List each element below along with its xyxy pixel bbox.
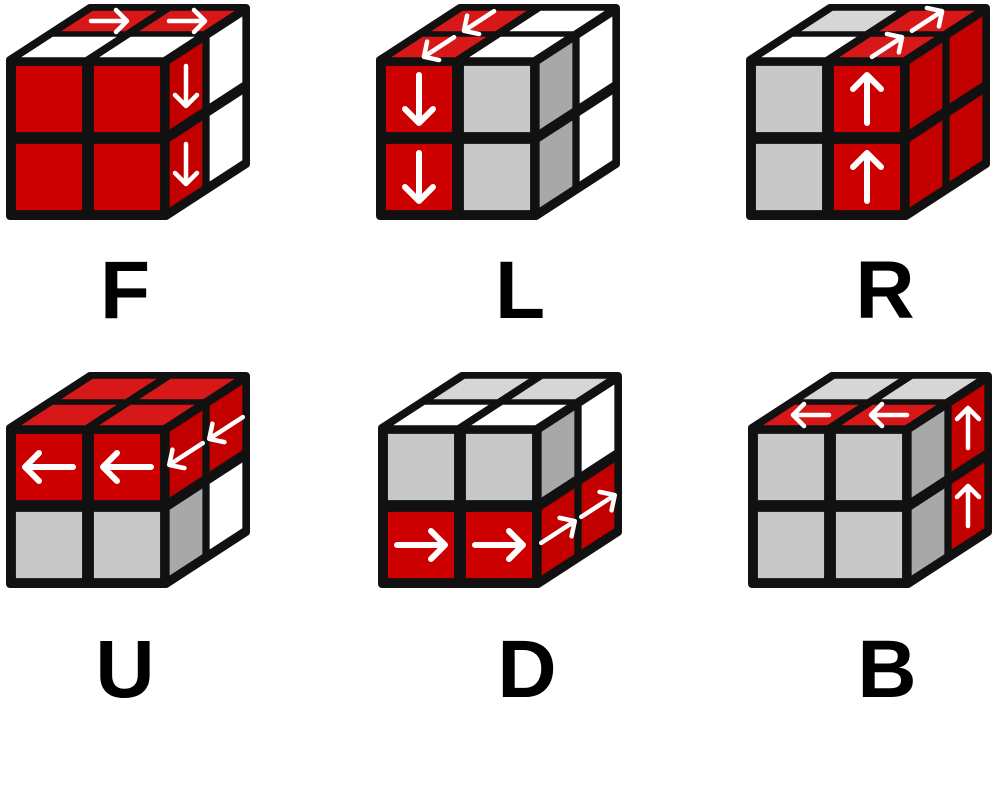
sticker-front-0-0 bbox=[385, 431, 457, 503]
arrow-down-icon bbox=[421, 34, 457, 63]
sticker-right-0-1 bbox=[579, 380, 617, 476]
sticker-front-1-0 bbox=[13, 141, 85, 213]
sticker-top-1-1 bbox=[505, 376, 613, 402]
sticker-top-0-1 bbox=[463, 34, 571, 60]
arrow-up-icon bbox=[869, 31, 905, 60]
cube-panel-b: B bbox=[748, 372, 992, 715]
arrow-up-icon bbox=[850, 72, 884, 126]
sticker-top-0-1 bbox=[93, 402, 201, 428]
arrow-up-icon bbox=[954, 405, 982, 451]
sticker-right-1-0 bbox=[167, 484, 205, 580]
sticker-top-1-0 bbox=[427, 376, 535, 402]
sticker-right-1-0 bbox=[537, 116, 575, 212]
arrow-right-icon bbox=[538, 515, 578, 546]
cube-panel-l: L bbox=[376, 4, 620, 336]
move-label-d: D bbox=[497, 624, 556, 715]
arrow-down-icon bbox=[172, 141, 200, 187]
arrow-right-icon bbox=[88, 7, 130, 35]
arrow-left-icon bbox=[100, 450, 154, 484]
cube-panel-f: F bbox=[6, 4, 250, 336]
arrow-down-icon bbox=[172, 63, 200, 109]
sticker-right-0-0 bbox=[907, 38, 945, 134]
sticker-right-1-1 bbox=[207, 458, 245, 554]
arrow-down-icon bbox=[461, 8, 497, 37]
sticker-top-0-1 bbox=[93, 34, 201, 60]
arrow-up-icon bbox=[850, 150, 884, 204]
cube-d bbox=[378, 372, 622, 588]
arrow-left-icon bbox=[868, 401, 910, 429]
move-label-u: U bbox=[95, 624, 154, 715]
sticker-top-1-0 bbox=[795, 8, 903, 34]
sticker-front-1-1 bbox=[833, 509, 905, 581]
sticker-front-0-1 bbox=[461, 63, 533, 135]
arrow-left-icon bbox=[206, 414, 246, 445]
sticker-right-1-1 bbox=[577, 90, 615, 186]
sticker-top-0-0 bbox=[15, 402, 123, 428]
arrow-up-icon bbox=[909, 5, 945, 34]
sticker-front-0-1 bbox=[91, 63, 163, 135]
sticker-right-0-0 bbox=[909, 406, 947, 502]
sticker-top-0-0 bbox=[15, 34, 123, 60]
sticker-front-1-1 bbox=[461, 141, 533, 213]
cube-l bbox=[376, 4, 620, 220]
sticker-right-0-0 bbox=[539, 406, 577, 502]
arrow-left-icon bbox=[790, 401, 832, 429]
sticker-front-1-1 bbox=[91, 509, 163, 581]
arrow-right-icon bbox=[166, 7, 208, 35]
sticker-top-1-0 bbox=[797, 376, 905, 402]
sticker-right-0-1 bbox=[207, 12, 245, 108]
sticker-right-1-1 bbox=[947, 90, 985, 186]
arrow-right-icon bbox=[472, 528, 526, 562]
sticker-front-0-1 bbox=[833, 431, 905, 503]
sticker-front-1-1 bbox=[91, 141, 163, 213]
sticker-front-1-0 bbox=[753, 141, 825, 213]
cube-r bbox=[746, 4, 990, 220]
sticker-top-1-1 bbox=[503, 8, 611, 34]
sticker-right-1-0 bbox=[907, 116, 945, 212]
cube-b bbox=[748, 372, 992, 588]
sticker-right-0-1 bbox=[947, 12, 985, 108]
sticker-front-1-0 bbox=[13, 509, 85, 581]
cube-panel-r: R bbox=[746, 4, 990, 336]
arrow-down-icon bbox=[402, 150, 436, 204]
arrow-right-icon bbox=[578, 489, 618, 520]
sticker-front-0-0 bbox=[13, 63, 85, 135]
sticker-front-1-0 bbox=[755, 509, 827, 581]
sticker-top-1-1 bbox=[133, 376, 241, 402]
arrow-down-icon bbox=[402, 72, 436, 126]
sticker-top-1-0 bbox=[55, 376, 163, 402]
arrow-left-icon bbox=[166, 440, 206, 471]
sticker-top-1-1 bbox=[875, 376, 983, 402]
sticker-right-0-1 bbox=[577, 12, 615, 108]
sticker-front-0-0 bbox=[755, 431, 827, 503]
sticker-front-0-0 bbox=[753, 63, 825, 135]
arrow-left-icon bbox=[22, 450, 76, 484]
move-label-f: F bbox=[100, 245, 150, 336]
move-label-r: R bbox=[855, 245, 914, 336]
sticker-front-0-1 bbox=[463, 431, 535, 503]
move-label-b: B bbox=[857, 624, 916, 715]
sticker-top-0-0 bbox=[755, 34, 863, 60]
cube-panel-d: D bbox=[378, 372, 622, 715]
cube-u bbox=[6, 372, 250, 588]
cube-f bbox=[6, 4, 250, 220]
sticker-top-0-1 bbox=[465, 402, 573, 428]
sticker-top-0-0 bbox=[387, 402, 495, 428]
arrow-up-icon bbox=[954, 483, 982, 529]
sticker-right-1-1 bbox=[207, 90, 245, 186]
sticker-right-0-0 bbox=[537, 38, 575, 134]
move-label-l: L bbox=[495, 245, 545, 336]
cube-panel-u: U bbox=[6, 372, 250, 715]
arrow-right-icon bbox=[394, 528, 448, 562]
sticker-right-1-0 bbox=[909, 484, 947, 580]
